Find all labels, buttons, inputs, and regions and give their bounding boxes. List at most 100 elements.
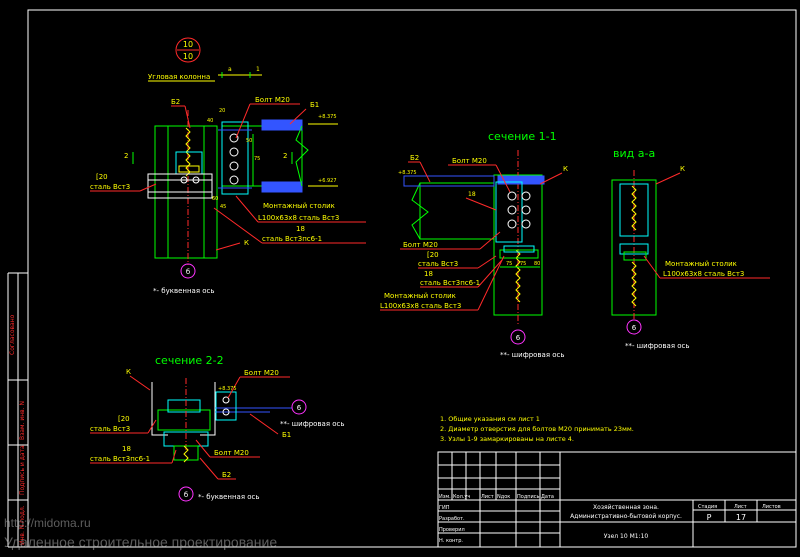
dim-60: 60 [212, 196, 218, 202]
label-angle: Монтажный столик [263, 202, 335, 210]
dim-1: 1 [256, 66, 260, 73]
tb-header: Nдок [497, 494, 510, 500]
dim-40: 40 [207, 118, 213, 124]
dim-75: 75 [254, 156, 260, 162]
tb-role: Разработ. [439, 516, 465, 522]
section-2-2-title: сечение 2-2 [155, 354, 224, 367]
tb-role: Проверил [439, 527, 465, 533]
elev-top: +8.375 [318, 114, 337, 120]
side-strip: Согласовано Взам. инв. N Подпись и дата … [9, 314, 26, 545]
s22-axis-right: 6 [297, 404, 302, 412]
s11-plate: 18 [424, 270, 433, 278]
title-block [437, 451, 797, 548]
s22-elev: +8.375 [218, 386, 237, 392]
dim-75b: 75 [520, 261, 526, 267]
section-2-2: сечение 2-2 К Болт М20 +8.375 [20 сталь … [90, 354, 345, 502]
dim-20: 20 [219, 108, 225, 114]
side-strip-label: Согласовано [9, 314, 16, 355]
view-a-axis-note: **- шифровая ось [625, 342, 690, 350]
s22-plate-steel: сталь Вст3пс6-1 [90, 455, 150, 463]
note-line: 1. Общие указания см лист 1 [440, 415, 540, 423]
s11-k: К [563, 165, 568, 173]
s22-b1: Б1 [282, 431, 291, 439]
s22-b2: Б2 [222, 471, 231, 479]
tb-stage-label: Стадия [698, 504, 717, 510]
s11-angle: Монтажный столик [384, 292, 456, 300]
dim-75a: 75 [506, 261, 512, 267]
axis-note: *- буквенная ось [153, 287, 215, 295]
tb-sheet: 17 [736, 513, 746, 522]
sec2-right: 2 [283, 152, 287, 160]
general-notes: 1. Общие указания см лист 1 2. Диаметр о… [440, 415, 634, 443]
dim-50: 50 [246, 138, 252, 144]
s11-b2: Б2 [410, 154, 419, 162]
title-block-text: Изм. Кол.уч Лист Nдок Подпись Дата ГИП Р… [439, 494, 781, 544]
label-b1: Б1 [310, 101, 319, 109]
view-a-axis: 6 [632, 324, 637, 332]
s11-elev: +8.375 [398, 170, 417, 176]
side-strip-label: Взам. инв. N [19, 401, 26, 440]
axis-bubble: б [186, 268, 190, 276]
label-channel-steel: сталь Вст3 [90, 183, 130, 191]
label-bolt: Болт М20 [255, 96, 290, 104]
s22-bolt-top: Болт М20 [244, 369, 279, 377]
s22-bolt-bot: Болт М20 [214, 449, 249, 457]
tb-header: Лист [481, 494, 494, 500]
s11-plate-num: 18 [468, 191, 476, 198]
tb-header: Кол.уч [453, 494, 470, 500]
tb-sheet-title: Узел 10 М1:10 [604, 533, 649, 540]
s11-channel: [20 [427, 251, 439, 259]
note-line: 3. Узлы 1-9 замаркированы на листе 4. [440, 435, 574, 443]
label-k: К [244, 239, 249, 247]
tb-project-2: Административно-бытовой корпус. [570, 513, 682, 520]
tb-role: Н. контр. [439, 538, 463, 544]
label-plate-steel: сталь Вст3пс6-1 [262, 235, 322, 243]
tb-sheet-label: Лист [734, 504, 747, 510]
tb-role: ГИП [439, 505, 450, 511]
s11-bolt-low: Болт М20 [403, 241, 438, 249]
tb-header: Подпись [517, 494, 540, 500]
s22-axis-bottom: б [184, 491, 188, 499]
s11-bolt-top: Болт М20 [452, 157, 487, 165]
watermark-text: Удаленное строительное проектирование [4, 534, 278, 550]
dim-80: 80 [534, 261, 540, 267]
tb-project-1: Хозяйственная зона. [593, 504, 659, 511]
tb-sheets-label: Листов [762, 504, 781, 510]
section-1-1: сечение 1-1 75 75 80 Б2 Болт М20 +8.375 … [380, 130, 568, 359]
view-a-angle-spec: L100x63x8 сталь Вст3 [663, 270, 744, 278]
s11-axis-note: **- шифровая ось [500, 351, 565, 359]
side-strip-label: Инв. N подл. [19, 505, 26, 545]
tb-stage: Р [707, 513, 712, 522]
s22-plate: 18 [122, 445, 131, 453]
s11-plate-steel: сталь Вст3пс6-1 [420, 279, 480, 287]
s22-axis-bottom-note: *- буквенная ось [198, 493, 260, 501]
view-a-a: вид а-а К Монтажный столик L100x63x8 ста… [611, 147, 770, 350]
dim-45: 45 [220, 204, 226, 210]
s11-channel-steel: сталь Вст3 [418, 260, 458, 268]
watermark-url[interactable]: http://midoma.ru [4, 516, 91, 530]
sec2-left: 2 [124, 152, 128, 160]
drawing-frame [7, 9, 797, 548]
label-channel: [20 [96, 173, 108, 181]
view-a-title: вид а-а [613, 147, 655, 160]
label-angle-spec: L100x63x8 сталь Вст3 [258, 214, 339, 222]
view-a-angle: Монтажный столик [665, 260, 737, 268]
elev-bot: +6.927 [318, 178, 337, 184]
s22-k: К [126, 368, 131, 376]
node-marker: 10 10 [175, 37, 201, 63]
node-marker-top: 10 [183, 40, 193, 49]
main-view: Угловая колонна а 1 [90, 66, 366, 295]
view-a-k: К [680, 165, 685, 173]
label-b2: Б2 [171, 98, 180, 106]
s22-channel: [20 [118, 415, 130, 423]
section-1-1-title: сечение 1-1 [488, 130, 557, 143]
node-marker-bottom: 10 [183, 52, 193, 61]
side-strip-label: Подпись и дата [19, 445, 26, 495]
tb-header: Изм. [439, 494, 451, 500]
s11-angle-spec: L100x63x8 сталь Вст3 [380, 302, 461, 310]
dim-a: а [228, 66, 232, 73]
s11-axis: 6 [516, 334, 521, 342]
s22-channel-steel: сталь Вст3 [90, 425, 130, 433]
tb-header: Дата [541, 494, 554, 500]
